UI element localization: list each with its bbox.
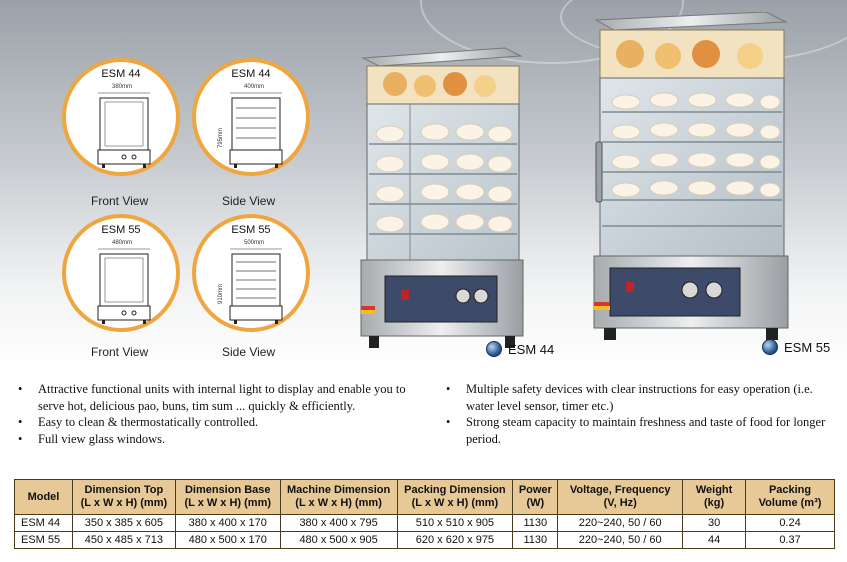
width-dimension: 480mm <box>112 240 133 246</box>
esm44-front-diagram: ESM 44 380mm <box>62 58 180 176</box>
table-cell: 380 x 400 x 795 <box>279 514 398 532</box>
esm55-front-diagram: ESM 55 480mm <box>62 214 180 332</box>
esm55-caption: ESM 55 <box>762 339 830 355</box>
table-cell: 30 <box>682 514 747 532</box>
width-dimension: 400mm <box>244 84 265 90</box>
table-cell: 220~240, 50 / 60 <box>557 514 684 532</box>
column-header: Voltage, Frequency(V, Hz) <box>557 479 684 515</box>
front-view-label: Front View <box>91 345 149 359</box>
table-cell: 480 x 500 x 905 <box>279 531 398 549</box>
width-dimension: 380mm <box>112 84 133 90</box>
feature-item: Full view glass windows. <box>16 431 408 448</box>
height-dimension: 795mm <box>218 127 224 148</box>
esm44-side-diagram: ESM 44 400mm 795mm <box>192 58 310 176</box>
table-cell: 1130 <box>512 514 559 532</box>
table-cell: 380 x 400 x 170 <box>174 514 281 532</box>
table-cell: 44 <box>682 531 747 549</box>
front-view-label: Front View <box>91 194 149 208</box>
specification-table: Model Dimension Top(L x W x H) (mm) Dime… <box>14 479 835 549</box>
diagram-model-label: ESM 44 <box>101 68 141 80</box>
width-dimension: 500mm <box>244 240 265 246</box>
table-cell: 0.37 <box>745 531 835 549</box>
table-header-row: Model Dimension Top(L x W x H) (mm) Dime… <box>14 479 835 515</box>
esm44-steamer-image <box>360 47 524 348</box>
features-right-list: Multiple safety devices with clear instr… <box>444 381 836 447</box>
esm44-label: ESM 44 <box>508 341 555 357</box>
table-cell: 480 x 500 x 170 <box>174 531 281 549</box>
column-header: Weight(kg) <box>682 479 747 515</box>
esm55-label: ESM 55 <box>784 339 831 355</box>
table-cell: 1130 <box>512 531 559 549</box>
column-header: Dimension Base(L x W x H) (mm) <box>174 479 281 515</box>
table-cell: 220~240, 50 / 60 <box>557 531 684 549</box>
height-dimension: 910mm <box>218 283 224 304</box>
globe-bullet-icon <box>762 339 778 355</box>
column-header: Machine Dimension(L x W x H) (mm) <box>279 479 398 515</box>
features-left-list: Attractive functional units with interna… <box>16 381 408 447</box>
side-view-drawing <box>229 248 283 324</box>
table-cell: 0.24 <box>745 514 835 532</box>
column-header: Packing Dimension(L x W x H) (mm) <box>396 479 514 515</box>
front-view-drawing <box>97 248 151 324</box>
feature-item: Multiple safety devices with clear instr… <box>444 381 836 414</box>
side-view-drawing <box>229 92 283 168</box>
side-view-label: Side View <box>222 345 276 359</box>
feature-item: Attractive functional units with interna… <box>16 381 408 414</box>
esm44-caption: ESM 44 <box>486 341 554 357</box>
diagram-model-label: ESM 55 <box>101 224 141 236</box>
table-cell: 620 x 620 x 975 <box>396 531 514 549</box>
table-cell: ESM 55 <box>14 531 73 549</box>
table-cell: 450 x 485 x 713 <box>71 531 176 549</box>
table-cell: 510 x 510 x 905 <box>396 514 514 532</box>
side-view-label: Side View <box>222 194 276 208</box>
esm55-steamer-image <box>593 12 789 340</box>
table-row: ESM 55 450 x 485 x 713 480 x 500 x 170 4… <box>14 531 835 549</box>
diagram-model-label: ESM 44 <box>231 68 271 80</box>
globe-bullet-icon <box>486 341 502 357</box>
table-cell: ESM 44 <box>14 514 73 532</box>
diagram-model-label: ESM 55 <box>231 224 271 236</box>
esm55-side-diagram: ESM 55 500mm 910mm <box>192 214 310 332</box>
table-cell: 350 x 385 x 605 <box>71 514 176 532</box>
column-header: Power(W) <box>512 479 559 515</box>
feature-item: Easy to clean & thermostatically control… <box>16 414 408 431</box>
table-row: ESM 44 350 x 385 x 605 380 x 400 x 170 3… <box>14 514 835 532</box>
front-view-drawing <box>97 92 151 168</box>
column-header: Dimension Top(L x W x H) (mm) <box>71 479 176 515</box>
column-header: Model <box>14 479 73 515</box>
feature-item: Strong steam capacity to maintain freshn… <box>444 414 836 447</box>
